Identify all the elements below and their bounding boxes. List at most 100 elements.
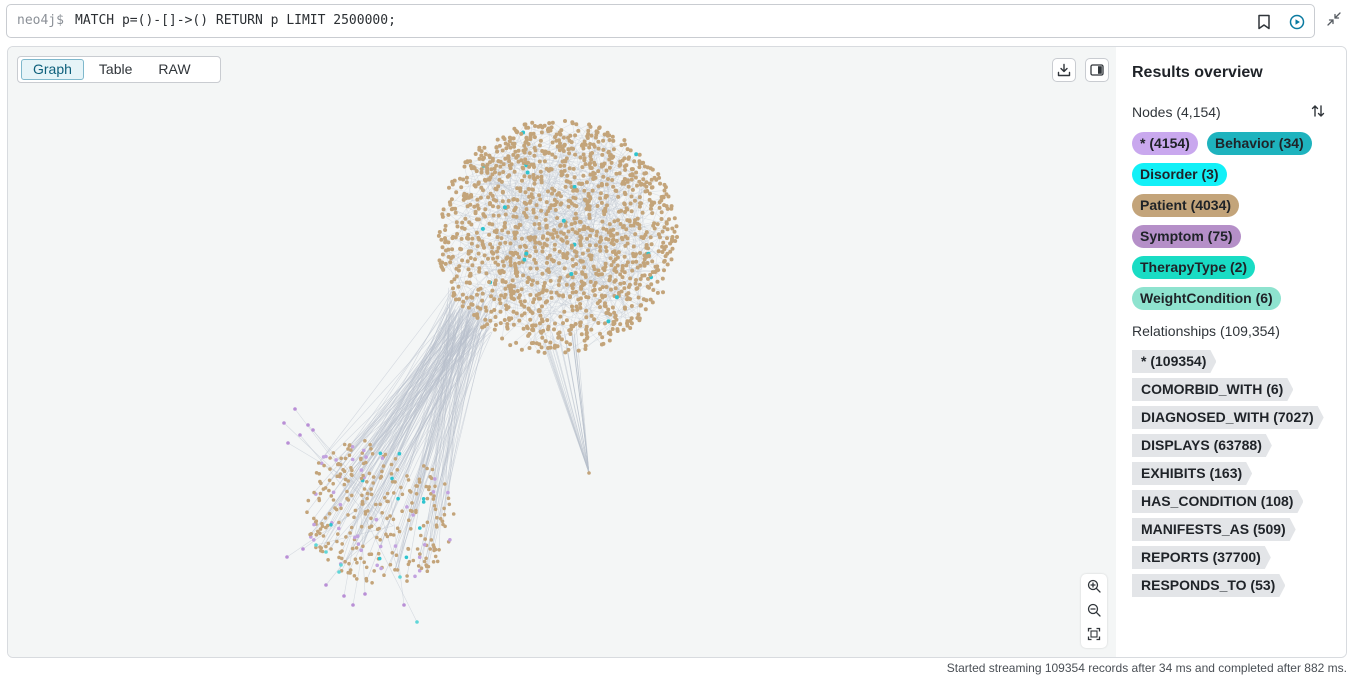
graph-visualization[interactable]: Graph Table RAW (8, 47, 1116, 657)
graph-node (547, 206, 552, 210)
graph-node (354, 546, 359, 550)
graph-node (314, 543, 318, 547)
graph-node (589, 327, 594, 332)
graph-node (529, 282, 534, 287)
graph-node (350, 457, 355, 462)
graph-node (497, 297, 502, 302)
graph-node (585, 236, 589, 241)
graph-node (528, 199, 533, 204)
relationship-type-chip[interactable]: RESPONDS_TO (53) (1132, 574, 1285, 597)
graph-node (406, 547, 411, 551)
relationship-type-chip[interactable]: * (109354) (1132, 350, 1216, 373)
graph-node (502, 205, 507, 210)
graph-node (647, 181, 652, 186)
graph-node (561, 252, 566, 256)
relationship-type-chip[interactable]: COMORBID_WITH (6) (1132, 378, 1293, 401)
graph-node (528, 292, 533, 297)
graph-node (564, 318, 569, 323)
tab-table[interactable]: Table (98, 61, 133, 77)
graph-node (586, 191, 591, 196)
graph-node (459, 185, 464, 190)
relationship-type-chip[interactable]: REPORTS (37700) (1132, 546, 1271, 569)
graph-node (637, 204, 642, 209)
graph-node (322, 463, 326, 468)
download-button[interactable] (1052, 58, 1076, 82)
graph-canvas[interactable] (8, 47, 1116, 657)
graph-node (589, 133, 594, 138)
graph-node (557, 293, 562, 298)
graph-node (437, 258, 442, 263)
graph-node (377, 526, 381, 531)
graph-node (329, 494, 334, 498)
collapse-icon[interactable] (1326, 11, 1344, 29)
zoom-in-button[interactable] (1081, 574, 1107, 598)
graph-node (466, 249, 471, 254)
graph-node (612, 279, 617, 284)
graph-node (443, 223, 448, 228)
relationship-type-chip[interactable]: DISPLAYS (63788) (1132, 434, 1272, 457)
tab-graph[interactable]: Graph (21, 59, 84, 80)
graph-node (600, 219, 605, 224)
node-label-chip[interactable]: Behavior (34) (1207, 132, 1312, 155)
graph-node (558, 223, 562, 228)
fit-to-screen-button[interactable] (1081, 622, 1107, 646)
graph-node (417, 477, 422, 482)
graph-node (487, 221, 492, 226)
graph-node (492, 308, 497, 312)
graph-node (437, 548, 441, 552)
graph-node (391, 517, 396, 522)
graph-node (588, 152, 593, 156)
node-label-chip[interactable]: Patient (4034) (1132, 194, 1240, 217)
graph-node (325, 523, 330, 528)
node-label-chip[interactable]: * (4154) (1132, 132, 1198, 155)
query-text[interactable]: MATCH p=()-[]->() RETURN p LIMIT 2500000… (75, 13, 396, 28)
graph-node (600, 152, 605, 157)
graph-node (559, 194, 563, 199)
graph-node (569, 327, 573, 332)
graph-node (342, 482, 347, 487)
graph-node (645, 284, 650, 289)
graph-node (603, 261, 608, 266)
graph-node (497, 171, 502, 176)
node-label-chip[interactable]: Disorder (3) (1132, 163, 1227, 186)
graph-node (466, 305, 471, 310)
run-query-icon[interactable] (1288, 13, 1306, 31)
graph-node (571, 166, 576, 171)
graph-node (331, 481, 336, 486)
zoom-out-button[interactable] (1081, 598, 1107, 622)
graph-node (522, 299, 527, 304)
graph-node (545, 260, 549, 265)
graph-node (639, 235, 644, 240)
query-editor[interactable]: neo4j$ MATCH p=()-[]->() RETURN p LIMIT … (6, 4, 1315, 38)
graph-node (536, 349, 541, 354)
graph-node (318, 527, 323, 531)
graph-node (308, 532, 312, 537)
graph-node (578, 238, 583, 243)
sort-icon[interactable] (1310, 103, 1328, 121)
graph-node (436, 233, 441, 238)
graph-node (467, 220, 472, 225)
graph-node (523, 190, 528, 195)
graph-node (314, 471, 319, 475)
graph-node (475, 292, 479, 297)
graph-node (508, 343, 513, 348)
relationship-type-chip[interactable]: HAS_CONDITION (108) (1132, 490, 1303, 513)
bookmark-icon[interactable] (1255, 13, 1273, 31)
graph-node (625, 321, 629, 326)
node-label-chip[interactable]: Symptom (75) (1132, 225, 1241, 248)
node-label-chip[interactable]: WeightCondition (6) (1132, 287, 1281, 310)
tab-raw[interactable]: RAW (158, 61, 191, 77)
relationship-type-chip[interactable]: DIAGNOSED_WITH (7027) (1132, 406, 1324, 429)
relationship-type-chip[interactable]: EXHIBITS (163) (1132, 462, 1252, 485)
toggle-panel-button[interactable] (1085, 58, 1109, 82)
graph-node (507, 139, 512, 144)
graph-node (656, 249, 661, 254)
relationship-type-chip[interactable]: MANIFESTS_AS (509) (1132, 518, 1296, 541)
graph-node (558, 275, 563, 280)
node-label-chip[interactable]: TherapyType (2) (1132, 256, 1256, 279)
graph-node (346, 447, 350, 451)
graph-node (509, 316, 514, 321)
graph-node (664, 204, 669, 209)
graph-node (532, 237, 537, 242)
graph-node (597, 299, 602, 303)
